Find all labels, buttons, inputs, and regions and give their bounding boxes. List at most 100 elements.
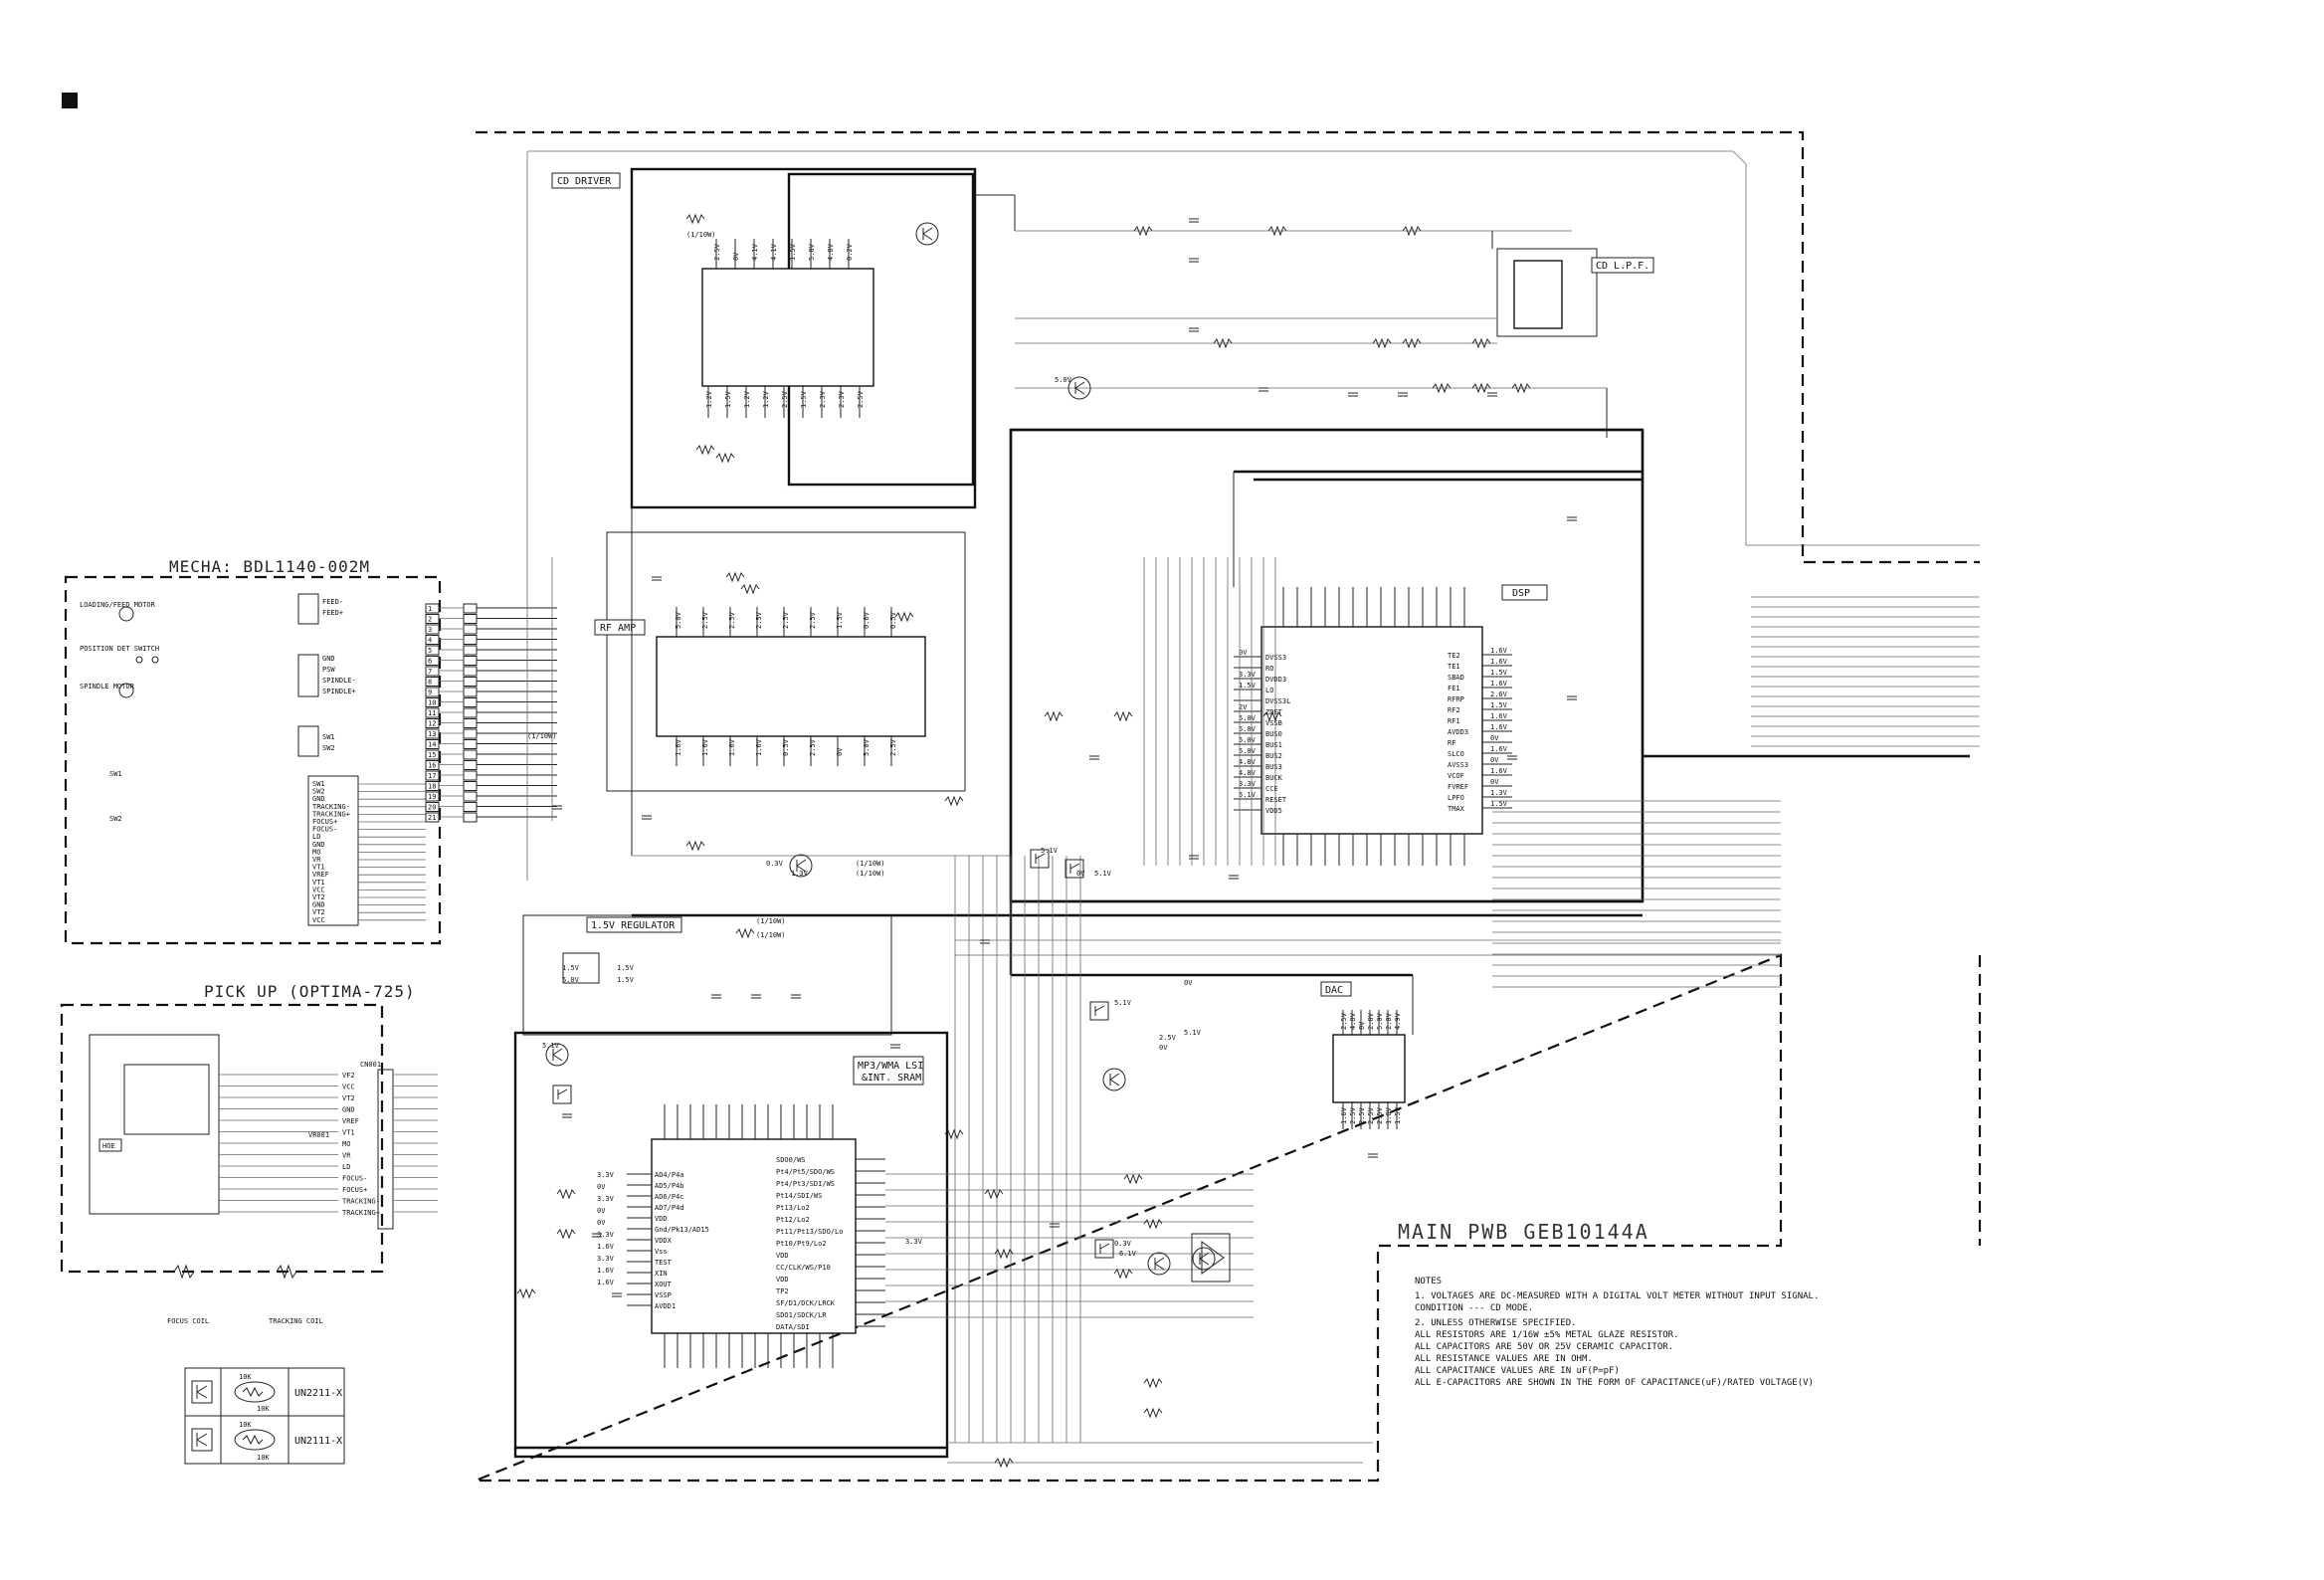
dsp-left-voltage: 5.0V [1239, 747, 1257, 755]
notes-line-3: 2. UNLESS OTHERWISE SPECIFIED. [1415, 1318, 1577, 1328]
mp3-right-pin: Pt12/Lo2 [776, 1216, 810, 1224]
connector-pin-number: 21 [428, 814, 436, 822]
spindle-motor-icon [118, 683, 134, 698]
dsp-ic [1260, 626, 1483, 835]
pickup-title: PICK UP (OPTIMA-725) [204, 982, 416, 1001]
mp3-left-pin: Vss [655, 1248, 668, 1256]
mecha-conn-label: MO [312, 848, 320, 856]
dsp-left-pin: DVSS3 [1265, 654, 1286, 662]
mp3-left-pin: XIN [655, 1270, 668, 1278]
mp3-pin-voltage: 0V [597, 1219, 606, 1227]
mecha-conn-label: GND [312, 795, 325, 803]
legend-part-1: UN2211-X [294, 1388, 342, 1399]
mp3-left-pin: VDDX [655, 1237, 673, 1245]
mp3-pin-voltage: 1.6V [597, 1243, 615, 1251]
spindle-minus-pin: SPINDLE- [322, 677, 356, 685]
cd-driver-frame [630, 167, 977, 509]
dsp-label: DSP [1512, 588, 1530, 599]
notes-block: NOTES 1. VOLTAGES ARE DC-MEASURED WITH A… [1415, 1277, 1819, 1388]
rf-amp-top-voltage: 2.5V [782, 611, 790, 629]
pickup-conn-label: VF2 [342, 1072, 355, 1080]
sw1-label: SW1 [109, 770, 122, 778]
voltage-annotation: 5.1V [542, 1042, 560, 1050]
mp3-right-pin: SDO1/SDCK/LR [776, 1311, 827, 1319]
dsp-left-pin: DVSS3L [1265, 697, 1290, 705]
mp3-pin-voltage: 3.3V [597, 1195, 615, 1203]
dsp-right-voltage: 0V [1490, 778, 1499, 786]
resistor-note: (1/10W) [856, 870, 885, 878]
dsp-left-voltage: 5.1V [1239, 791, 1257, 799]
tracking-coil-label: TRACKING COIL [269, 1317, 323, 1325]
hoe-label: HOE [102, 1142, 115, 1150]
mecha-title: MECHA: BDL1140-002M [169, 557, 370, 576]
dsp-left-voltage: 0V [1239, 649, 1248, 657]
dac-bottom-voltage: 2.5V [1367, 1106, 1375, 1124]
cd-driver-bottom-voltage: 2.3V [819, 390, 827, 408]
mp3-pin-voltage: 3.3V [597, 1255, 615, 1263]
connector-pin-number: 1 [428, 605, 432, 613]
dac-top-voltage: 2.5V [1340, 1012, 1348, 1030]
dac-top-voltage: 0V [1358, 1021, 1366, 1030]
connector-pin-number: 7 [428, 668, 432, 676]
resistor-note: (1/10W) [756, 931, 786, 939]
voltage-annotation: 0.3V [1114, 1240, 1132, 1248]
dsp-left-voltage: 5.0V [1239, 714, 1257, 722]
mp3-left-pin: AD5/P4b [655, 1182, 684, 1190]
mp3-pins: AD4/P4aAD5/P4bAD6/P4cAD7/P4dVDDGnd/Pk13/… [597, 1104, 885, 1368]
cd-driver-ic [701, 268, 874, 387]
connector-pin-number: 10 [428, 699, 436, 707]
dsp-left-pin: DVDD3 [1265, 676, 1286, 684]
dsp-left-pin: ZDET [1265, 708, 1283, 716]
dac-tag [1320, 981, 1352, 997]
dsp-right-voltage: 1.6V [1490, 680, 1508, 688]
dsp-right-voltage: 1.3V [1490, 789, 1508, 797]
mp3-sublabel: &INT. SRAM [862, 1073, 921, 1084]
notes-title: NOTES [1415, 1277, 1442, 1286]
rf-amp-top-voltage: 2.5V [701, 611, 709, 629]
rf-amp-bottom-voltage: 1.6V [755, 738, 763, 756]
voltage-annotation: 0V [1076, 870, 1085, 878]
mecha-conn-label: SW2 [312, 788, 325, 796]
mp3-right-pin: VDD [776, 1276, 789, 1284]
mp3-pin-voltage: 3.3V [597, 1171, 615, 1179]
voltage-annotation: 0V [1184, 979, 1193, 987]
dac-top-voltage: 4.9V [1394, 1012, 1402, 1030]
dsp-left-voltage: 4.8V [1239, 769, 1257, 777]
mp3-ic [651, 1138, 857, 1334]
dsp-right-pin: TE2 [1448, 652, 1460, 660]
cd-driver-bottom-voltage: 2.5V [857, 390, 865, 408]
cd-driver-top-voltage: 1.5V [789, 243, 797, 261]
mp3-right-pin: Pt4/Pt3/SDI/WS [776, 1180, 835, 1188]
cd-driver-top-voltage: 5.0V [808, 243, 816, 261]
mecha-conn-label: VT1 [312, 864, 325, 872]
mp3-right-pin: DATA/SDI [776, 1323, 810, 1331]
mp3-right-pin: Pt13/Lo2 [776, 1204, 810, 1212]
resistor-note: (1/10W) [856, 860, 885, 868]
connector-pin-number: 12 [428, 720, 436, 728]
mp3-right-pin: VDD [776, 1252, 789, 1260]
mp3-frame [513, 1031, 949, 1459]
voltage-annotation: 6.1V [1119, 1250, 1137, 1258]
dsp-right-pin: TMAX [1448, 805, 1465, 813]
gnd-pin: GND [322, 655, 335, 663]
notes-line-4: ALL RESISTORS ARE 1/16W ±5% METAL GLAZE … [1415, 1330, 1679, 1340]
cd-driver-bottom-voltage: 1.5V [800, 390, 808, 408]
resistor-note: (1/10W) [527, 732, 557, 740]
rf-amp-bottom-voltage: 5.0V [863, 738, 871, 756]
voltage-annotation: 5.1V [1094, 870, 1112, 878]
dsp-right-voltage: 1.5V [1490, 701, 1508, 709]
voltage-annotation: 5.1V [1184, 1029, 1202, 1037]
pickup-conn-label: GND [342, 1106, 355, 1114]
mp3-label: MP3/WMA LSI [858, 1061, 923, 1072]
spindle-motor-label: SPINDLE MOTOR [80, 683, 135, 691]
notes-line-2: CONDITION --- CD MODE. [1415, 1303, 1533, 1313]
pickup-internals: HOE CN001 VR001 VF2VCCVT2GNDVREFVT1MOVRL… [89, 1034, 438, 1325]
cd-driver-top-voltage: 0.2V [846, 243, 854, 261]
connector-pin-number: 15 [428, 751, 436, 759]
dac-bottom-voltage: 2.5V [1349, 1106, 1357, 1124]
dsp-right-pin: SLCO [1448, 750, 1464, 758]
dsp-left-pin: BUS0 [1265, 730, 1282, 738]
dac-bottom-voltage: 1.5V [1394, 1106, 1402, 1124]
dac-bottom-voltage: 2.5V [1358, 1106, 1366, 1124]
voltage-annotation: 5.1V [1041, 847, 1059, 855]
